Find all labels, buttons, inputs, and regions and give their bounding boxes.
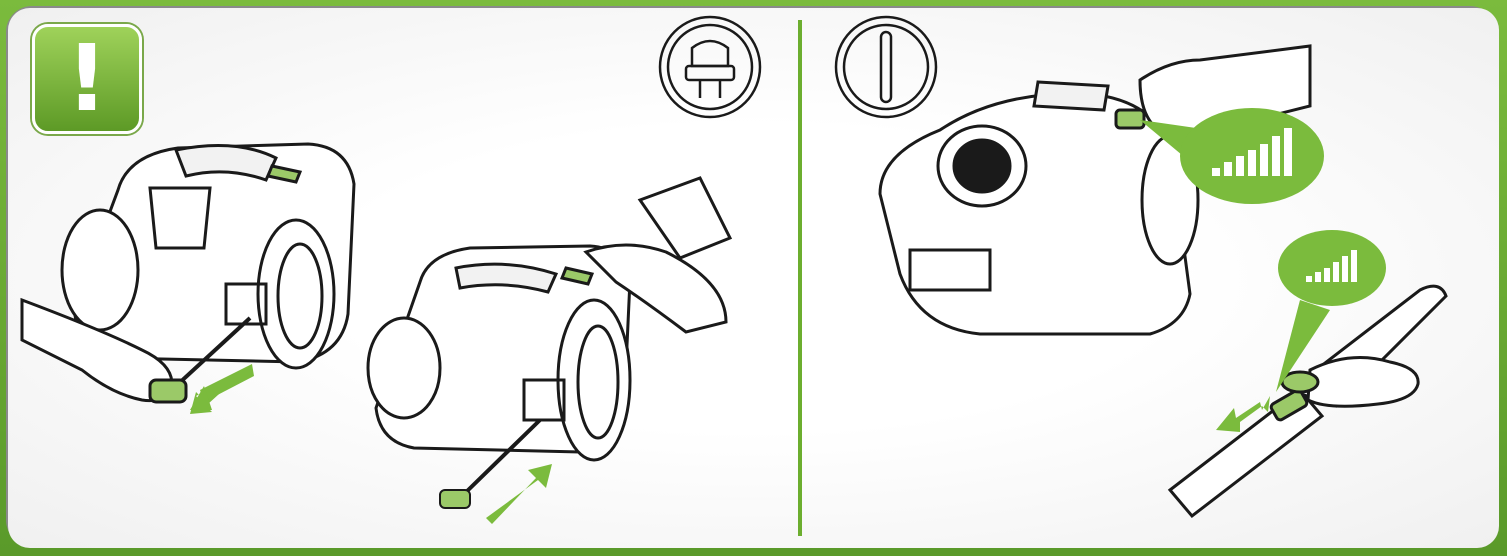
plug-in-circle-icon bbox=[660, 17, 760, 117]
warning-badge: ! bbox=[32, 24, 142, 134]
vacuum-cleaner-middle bbox=[368, 246, 630, 498]
push-arrow bbox=[486, 464, 552, 524]
warning-symbol: ! bbox=[35, 27, 139, 131]
plug-bottom bbox=[440, 490, 470, 508]
power-off-circle-icon bbox=[836, 17, 936, 117]
